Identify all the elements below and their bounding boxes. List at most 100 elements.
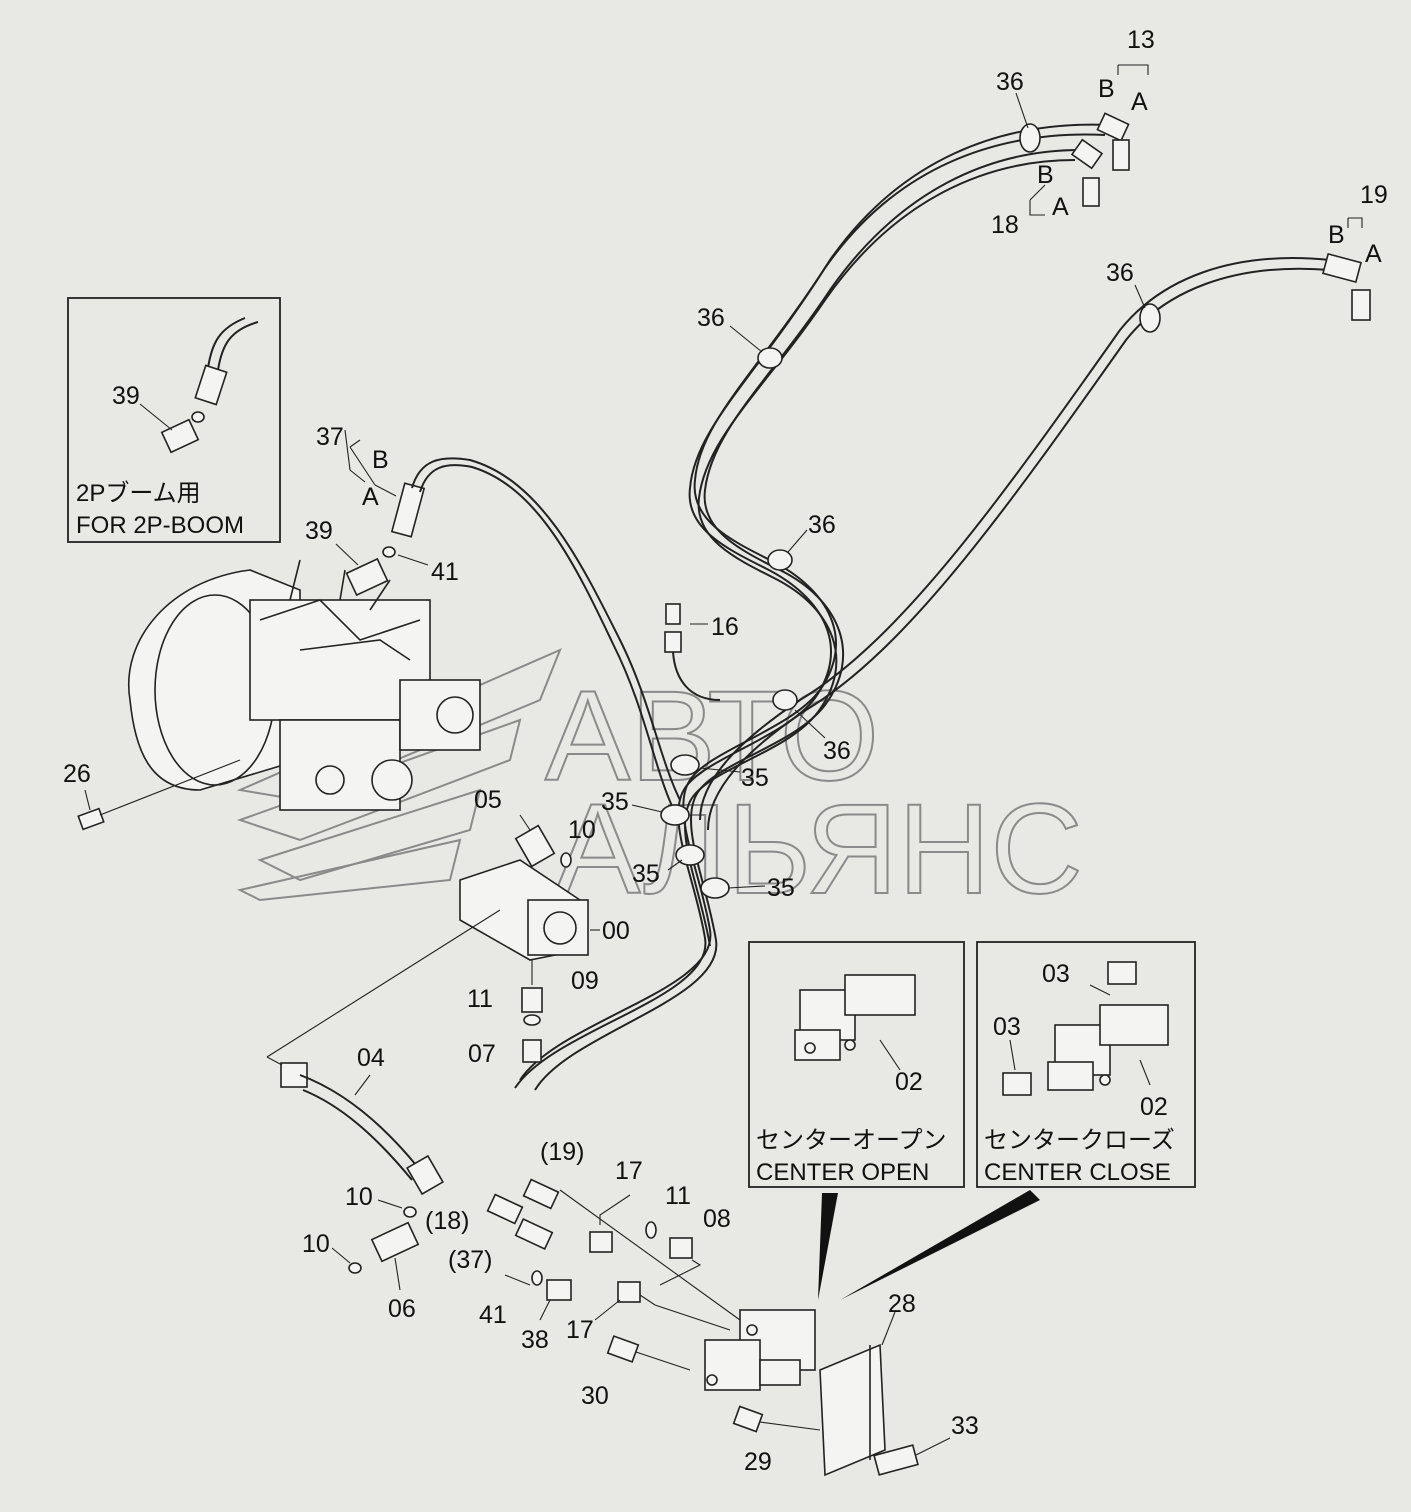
lower-hose-ends — [486, 1178, 741, 1321]
label-26: 26 — [63, 760, 91, 788]
label-10-b: 10 — [345, 1183, 373, 1211]
bracket-28 — [819, 1343, 886, 1477]
center-close-caption-jp: センタークローズ — [984, 1127, 1175, 1154]
hydraulic-pump-assembly — [127, 559, 481, 811]
inset-pointer-close — [840, 1190, 1040, 1300]
inset-hose-fitting — [194, 364, 228, 406]
label-19-a: A — [1365, 240, 1382, 268]
o-ring-41 — [382, 546, 396, 558]
label-06: 06 — [388, 1295, 416, 1323]
label-41: 41 — [431, 558, 459, 586]
label-36-c: 36 — [697, 304, 725, 332]
inset-center-close: センタークローズ CENTER CLOSE — [976, 941, 1196, 1188]
label-35-c: 35 — [632, 860, 660, 888]
label-38: 38 — [521, 1326, 549, 1354]
o-ring-10b — [403, 1206, 417, 1218]
adapter-17b — [617, 1281, 641, 1303]
label-35-b: 35 — [601, 788, 629, 816]
inset-2p-boom-caption-jp: 2Pブーム用 — [76, 480, 201, 507]
tee-06 — [370, 1221, 420, 1263]
center-open-caption-en: CENTER OPEN — [756, 1159, 929, 1186]
inset-hose-line — [217, 321, 259, 371]
label-37-b: B — [372, 446, 389, 474]
label-28: 28 — [888, 1290, 916, 1318]
label-16: 16 — [711, 613, 739, 641]
label-17-b: 17 — [566, 1316, 594, 1344]
label-39: 39 — [305, 517, 333, 545]
plug-03-lower — [1002, 1072, 1032, 1096]
watermark-line2: АЛЬЯНС — [555, 778, 1083, 921]
clamps-35 — [660, 754, 730, 899]
inset-center-open-frame — [748, 941, 965, 1188]
o-ring-10a — [560, 852, 572, 868]
label-36-e: 36 — [823, 737, 851, 765]
label-03-b: 03 — [993, 1013, 1021, 1041]
label-13: 13 — [1127, 26, 1155, 54]
label-39-inset: 39 — [112, 382, 140, 410]
fitting-07 — [522, 1039, 542, 1063]
inset-adapter-39 — [160, 418, 200, 454]
label-41-b: 41 — [479, 1301, 507, 1329]
label-35-d: 35 — [767, 874, 795, 902]
valve-00-assembly — [459, 814, 600, 961]
label-00: 00 — [602, 917, 630, 945]
label-10-c: 10 — [302, 1230, 330, 1258]
label-19-b: B — [1328, 221, 1345, 249]
inset-center-open: センターオープン CENTER OPEN — [748, 941, 965, 1188]
bolt-29 — [732, 1405, 764, 1433]
hose-37 — [344, 429, 681, 807]
label-29: 29 — [744, 1448, 772, 1476]
o-ring-41b — [531, 1270, 543, 1286]
label-18-a: A — [1052, 193, 1069, 221]
label-05: 05 — [474, 786, 502, 814]
inset-o-ring — [191, 411, 205, 423]
label-09: 09 — [571, 967, 599, 995]
plate-33 — [873, 1444, 919, 1476]
inset-2p-boom-caption-en: FOR 2P-BOOM — [76, 512, 244, 539]
label-13-b: B — [1098, 75, 1115, 103]
hose-04 — [266, 909, 501, 1196]
label-18-paren: (18) — [425, 1207, 469, 1235]
fitting-09 — [521, 987, 543, 1013]
label-10-a: 10 — [568, 816, 596, 844]
inset-center-close-frame — [976, 941, 1196, 1188]
label-11-b: 11 — [665, 1182, 691, 1210]
label-35-a: 35 — [741, 764, 769, 792]
valve-02-main — [704, 1309, 816, 1391]
label-08: 08 — [703, 1205, 731, 1233]
fitting-16 — [664, 603, 721, 701]
label-11-a: 11 — [467, 985, 493, 1013]
label-04: 04 — [357, 1044, 385, 1072]
hose-ends-13-18 — [1070, 112, 1130, 207]
plug-08 — [669, 1237, 693, 1259]
fittings-09-11-07 — [521, 960, 543, 1063]
label-07: 07 — [468, 1040, 496, 1068]
label-36: 36 — [996, 68, 1024, 96]
inset-2p-boom: 2Pブーム用 FOR 2P-BOOM — [67, 297, 281, 543]
label-02-b: 02 — [1140, 1093, 1168, 1121]
label-17-a: 17 — [615, 1157, 643, 1185]
o-ring-10c — [348, 1262, 362, 1274]
plug-03-upper — [1107, 961, 1137, 985]
center-close-caption-en: CENTER CLOSE — [984, 1159, 1171, 1186]
label-13-a: A — [1131, 88, 1148, 116]
inset-2p-boom-frame — [67, 297, 281, 543]
label-02-a: 02 — [895, 1068, 923, 1096]
label-36-b: 36 — [1106, 259, 1134, 287]
adapter-39 — [345, 557, 389, 597]
label-37: 37 — [316, 423, 344, 451]
label-37-a: A — [362, 483, 379, 511]
inset-pointer-open — [818, 1193, 838, 1300]
callout-labels: 13 36 B A B A 18 19 B A 36 36 39 37 B A … — [63, 26, 1388, 1476]
center-open-valve — [794, 974, 916, 1061]
label-36-d: 36 — [808, 511, 836, 539]
label-18: 18 — [991, 211, 1019, 239]
center-close-valve — [1047, 1004, 1169, 1091]
label-37-paren: (37) — [448, 1246, 492, 1274]
adapter-17a — [589, 1231, 613, 1253]
label-18-b: B — [1037, 161, 1054, 189]
label-33: 33 — [951, 1412, 979, 1440]
adapter-38 — [546, 1279, 572, 1301]
center-open-caption-jp: センターオープン — [756, 1127, 947, 1154]
